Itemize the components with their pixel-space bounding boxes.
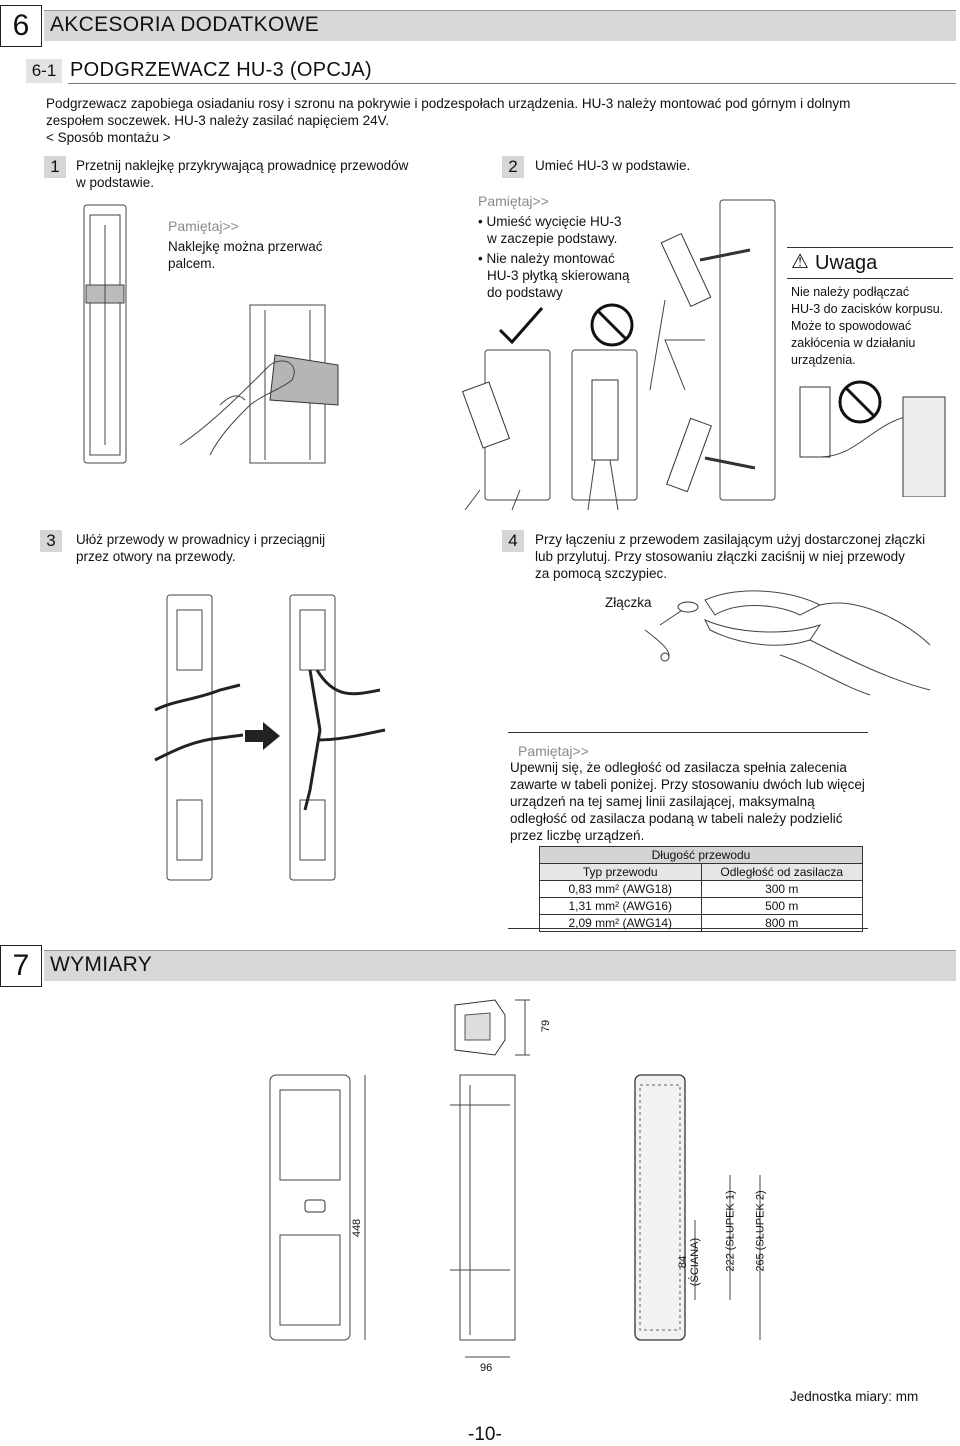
- table-cell: 0,83 mm² (AWG18): [539, 880, 702, 898]
- bullet-text: do podstawy: [487, 285, 563, 300]
- section-6-bar: [44, 10, 956, 41]
- mounting-method-label: < Sposób montażu >: [46, 130, 171, 145]
- warning-line: HU-3 do zacisków korpusu.: [791, 302, 944, 316]
- prohibited-icon: [838, 380, 882, 424]
- dim-265: 265 (SŁUPEK 2): [754, 1190, 767, 1272]
- subsection-title: PODGRZEWACZ HU-3 (OPCJA): [70, 59, 373, 81]
- table-cell: 300 m: [700, 880, 863, 898]
- step-2-number: 2: [502, 156, 524, 178]
- step-3-illustration: [154, 594, 386, 881]
- dim-84-value: 84: [677, 1255, 690, 1269]
- step-4-illustration: [644, 590, 931, 696]
- bullet-text: Umieść wycięcie HU-3: [486, 214, 622, 229]
- warning-line: Nie należy podłączać: [791, 285, 910, 299]
- step-2-text: Umieć HU-3 w podstawie.: [535, 158, 691, 173]
- warning-line: Może to spowodować: [791, 319, 912, 333]
- note-remember: Pamiętaj>>: [518, 743, 589, 759]
- intro-line: zespołem soczewek. HU-3 należy zasilać n…: [46, 113, 390, 128]
- table-row: 2,09 mm² (AWG14)800 m: [539, 914, 863, 932]
- note-line: urządzeń na tej samej linii zasilającej,…: [510, 794, 815, 809]
- bullet-text: Nie należy montować: [486, 251, 615, 266]
- table-header: Typ przewodu: [539, 863, 702, 881]
- step-3-number: 3: [40, 530, 62, 552]
- table-row: 0,83 mm² (AWG18)300 m: [539, 880, 863, 898]
- step-1-note: Naklejkę można przerwać palcem.: [168, 238, 323, 272]
- step-2-remember: Pamiętaj>>: [478, 193, 549, 209]
- warning-text: Nie należy podłączać HU-3 do zacisków ko…: [787, 284, 953, 369]
- note-text: Upewnij się, że odległość od zasilacza s…: [508, 759, 868, 844]
- step-3-line: Ułóż przewody w prowadnicy i przeciągnij: [76, 532, 326, 547]
- note-box: Pamiętaj>> Upewnij się, że odległość od …: [508, 732, 868, 932]
- subsection-number: 6-1: [26, 59, 62, 83]
- section-7-number: 7: [0, 945, 42, 987]
- step-1-line: Przetnij naklejkę przykrywającą prowadni…: [76, 158, 409, 173]
- dim-79: 79: [540, 1019, 553, 1033]
- subsection-underline: [68, 83, 956, 84]
- arrow-right-icon: [245, 722, 280, 750]
- warning-box: ⚠ Uwaga Nie należy podłączać HU-3 do zac…: [787, 247, 953, 497]
- intro-text: Podgrzewacz zapobiega osiadaniu rosy i s…: [46, 95, 946, 146]
- table-cell: 500 m: [700, 897, 863, 915]
- prohibited-icon: [590, 303, 634, 347]
- note-line: zawarte w tabeli poniżej. Przy stosowani…: [510, 777, 865, 792]
- hex-pattern: [639, 1084, 681, 1331]
- step-1-text: Przetnij naklejkę przykrywającą prowadni…: [76, 157, 408, 191]
- warning-line: urządzenia.: [791, 353, 856, 367]
- note-line: odległość od zasilacza podaną w tabeli n…: [510, 811, 843, 826]
- step-2-illustration: [461, 199, 776, 510]
- dimension-drawing: [269, 999, 761, 1358]
- step-1-note-line: Naklejkę można przerwać: [168, 239, 323, 254]
- step-1-illustration: [83, 204, 339, 464]
- check-icon: [498, 307, 544, 345]
- step-1-number: 1: [44, 156, 66, 178]
- dim-448: 448: [351, 1218, 364, 1238]
- step-2-bullet: • Umieść wycięcie HU-3: [478, 214, 622, 229]
- dim-84: 84 (ŚCIANA): [677, 1238, 701, 1286]
- warning-title: Uwaga: [815, 252, 878, 274]
- step-4-line: za pomocą szczypiec.: [535, 566, 668, 581]
- note-line: przez liczbę urządzeń.: [510, 828, 645, 843]
- page-number: -10-: [468, 1424, 502, 1445]
- step-3-text: Ułóż przewody w prowadnicy i przeciągnij…: [76, 531, 325, 565]
- table-header: Odległość od zasilacza: [700, 863, 863, 881]
- dim-222: 222 (SŁUPEK 1): [724, 1190, 737, 1272]
- table-cell: 2,09 mm² (AWG14): [539, 914, 702, 932]
- note-line: Upewnij się, że odległość od zasilacza s…: [510, 760, 847, 775]
- section-6-title: AKCESORIA DODATKOWE: [50, 13, 320, 36]
- step-4-text: Przy łączeniu z przewodem zasilającym uż…: [535, 531, 925, 582]
- step-1-note-line: palcem.: [168, 256, 216, 271]
- unit-label: Jednostka miary: mm: [790, 1389, 919, 1404]
- table-row: 1,31 mm² (AWG16)500 m: [539, 897, 863, 915]
- intro-line: Podgrzewacz zapobiega osiadaniu rosy i s…: [46, 96, 851, 111]
- step-3-line: przez otwory na przewody.: [76, 549, 236, 564]
- table-caption: Długość przewodu: [539, 846, 863, 864]
- step-4-line: Przy łączeniu z przewodem zasilającym uż…: [535, 532, 926, 547]
- warning-line: zakłócenia w działaniu: [791, 336, 916, 350]
- step-1-line: w podstawie.: [76, 175, 155, 190]
- warning-illustration: [799, 380, 946, 497]
- bullet-text: HU-3 płytką skierowaną: [487, 268, 630, 283]
- connector-label: Złączka: [605, 595, 652, 610]
- warning-header: ⚠ Uwaga: [787, 247, 953, 279]
- step-4-number: 4: [502, 530, 524, 552]
- step-1-remember: Pamiętaj>>: [168, 218, 239, 234]
- dim-84-label: (ŚCIANA): [689, 1237, 702, 1287]
- section-7-title: WYMIARY: [50, 953, 153, 976]
- section-6-number: 6: [0, 5, 42, 47]
- table-cell: 1,31 mm² (AWG16): [539, 897, 702, 915]
- step-4-line: lub przylutuj. Przy stosowaniu złączki z…: [535, 549, 905, 564]
- dim-96: 96: [480, 1362, 493, 1374]
- section-7-bar: [44, 950, 956, 981]
- step-2-bullets: • Umieść wycięcie HU-3 w zaczepie podsta…: [478, 213, 630, 301]
- warning-icon: ⚠: [791, 251, 809, 273]
- table-cell: 800 m: [700, 914, 863, 932]
- bullet-text: w zaczepie podstawy.: [487, 231, 618, 246]
- step-2-bullet: • Nie należy montować: [478, 251, 615, 266]
